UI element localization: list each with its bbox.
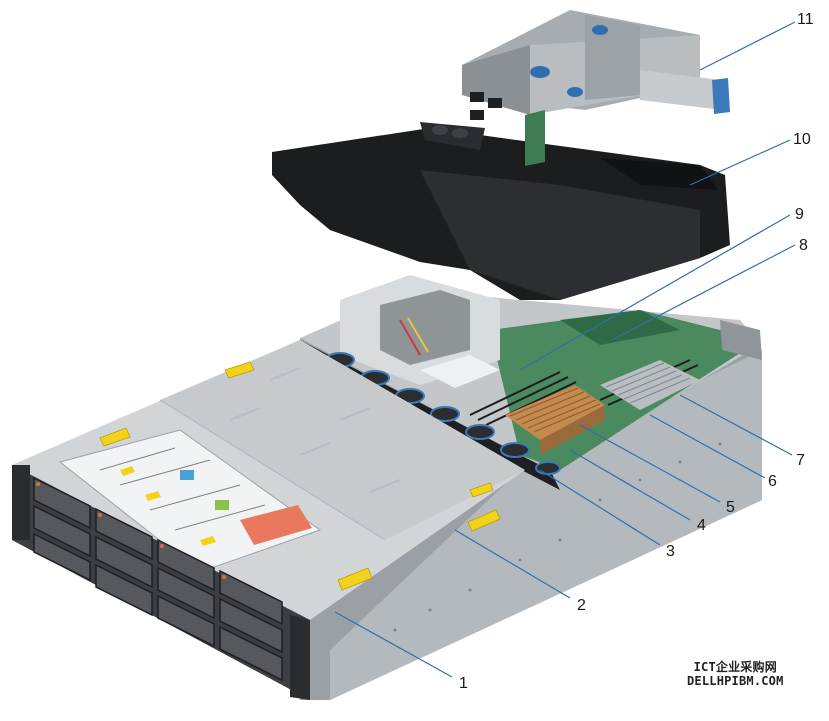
air-shroud xyxy=(272,122,730,300)
watermark: ICT企业采购网 DELLHPIBM.COM xyxy=(687,660,784,688)
callout-labels: 1 2 3 4 5 6 7 8 9 10 11 xyxy=(459,11,814,692)
callout-11: 11 xyxy=(797,11,814,28)
heatsink-1 xyxy=(505,385,605,455)
callout-9: 9 xyxy=(795,206,804,223)
callout-6: 6 xyxy=(768,473,777,490)
callout-4: 4 xyxy=(697,517,706,534)
callout-10: 10 xyxy=(793,131,811,148)
motherboard xyxy=(340,275,762,470)
heatsink-2 xyxy=(600,360,700,410)
watermark-line-2: DELLHPIBM.COM xyxy=(687,674,784,688)
callout-5: 5 xyxy=(726,499,735,516)
callout-leaders xyxy=(334,21,796,678)
front-drive-bays xyxy=(12,465,310,700)
service-label xyxy=(58,429,322,573)
watermark-line-1: ICT企业采购网 xyxy=(693,660,777,674)
cooling-fan-row xyxy=(300,340,561,490)
callout-8: 8 xyxy=(799,237,808,254)
chassis-cover xyxy=(12,340,525,620)
riser-card-cage xyxy=(462,10,730,166)
callout-7: 7 xyxy=(796,452,805,469)
callout-1: 1 xyxy=(459,675,468,692)
callout-3: 3 xyxy=(666,543,675,560)
callout-2: 2 xyxy=(577,597,586,614)
